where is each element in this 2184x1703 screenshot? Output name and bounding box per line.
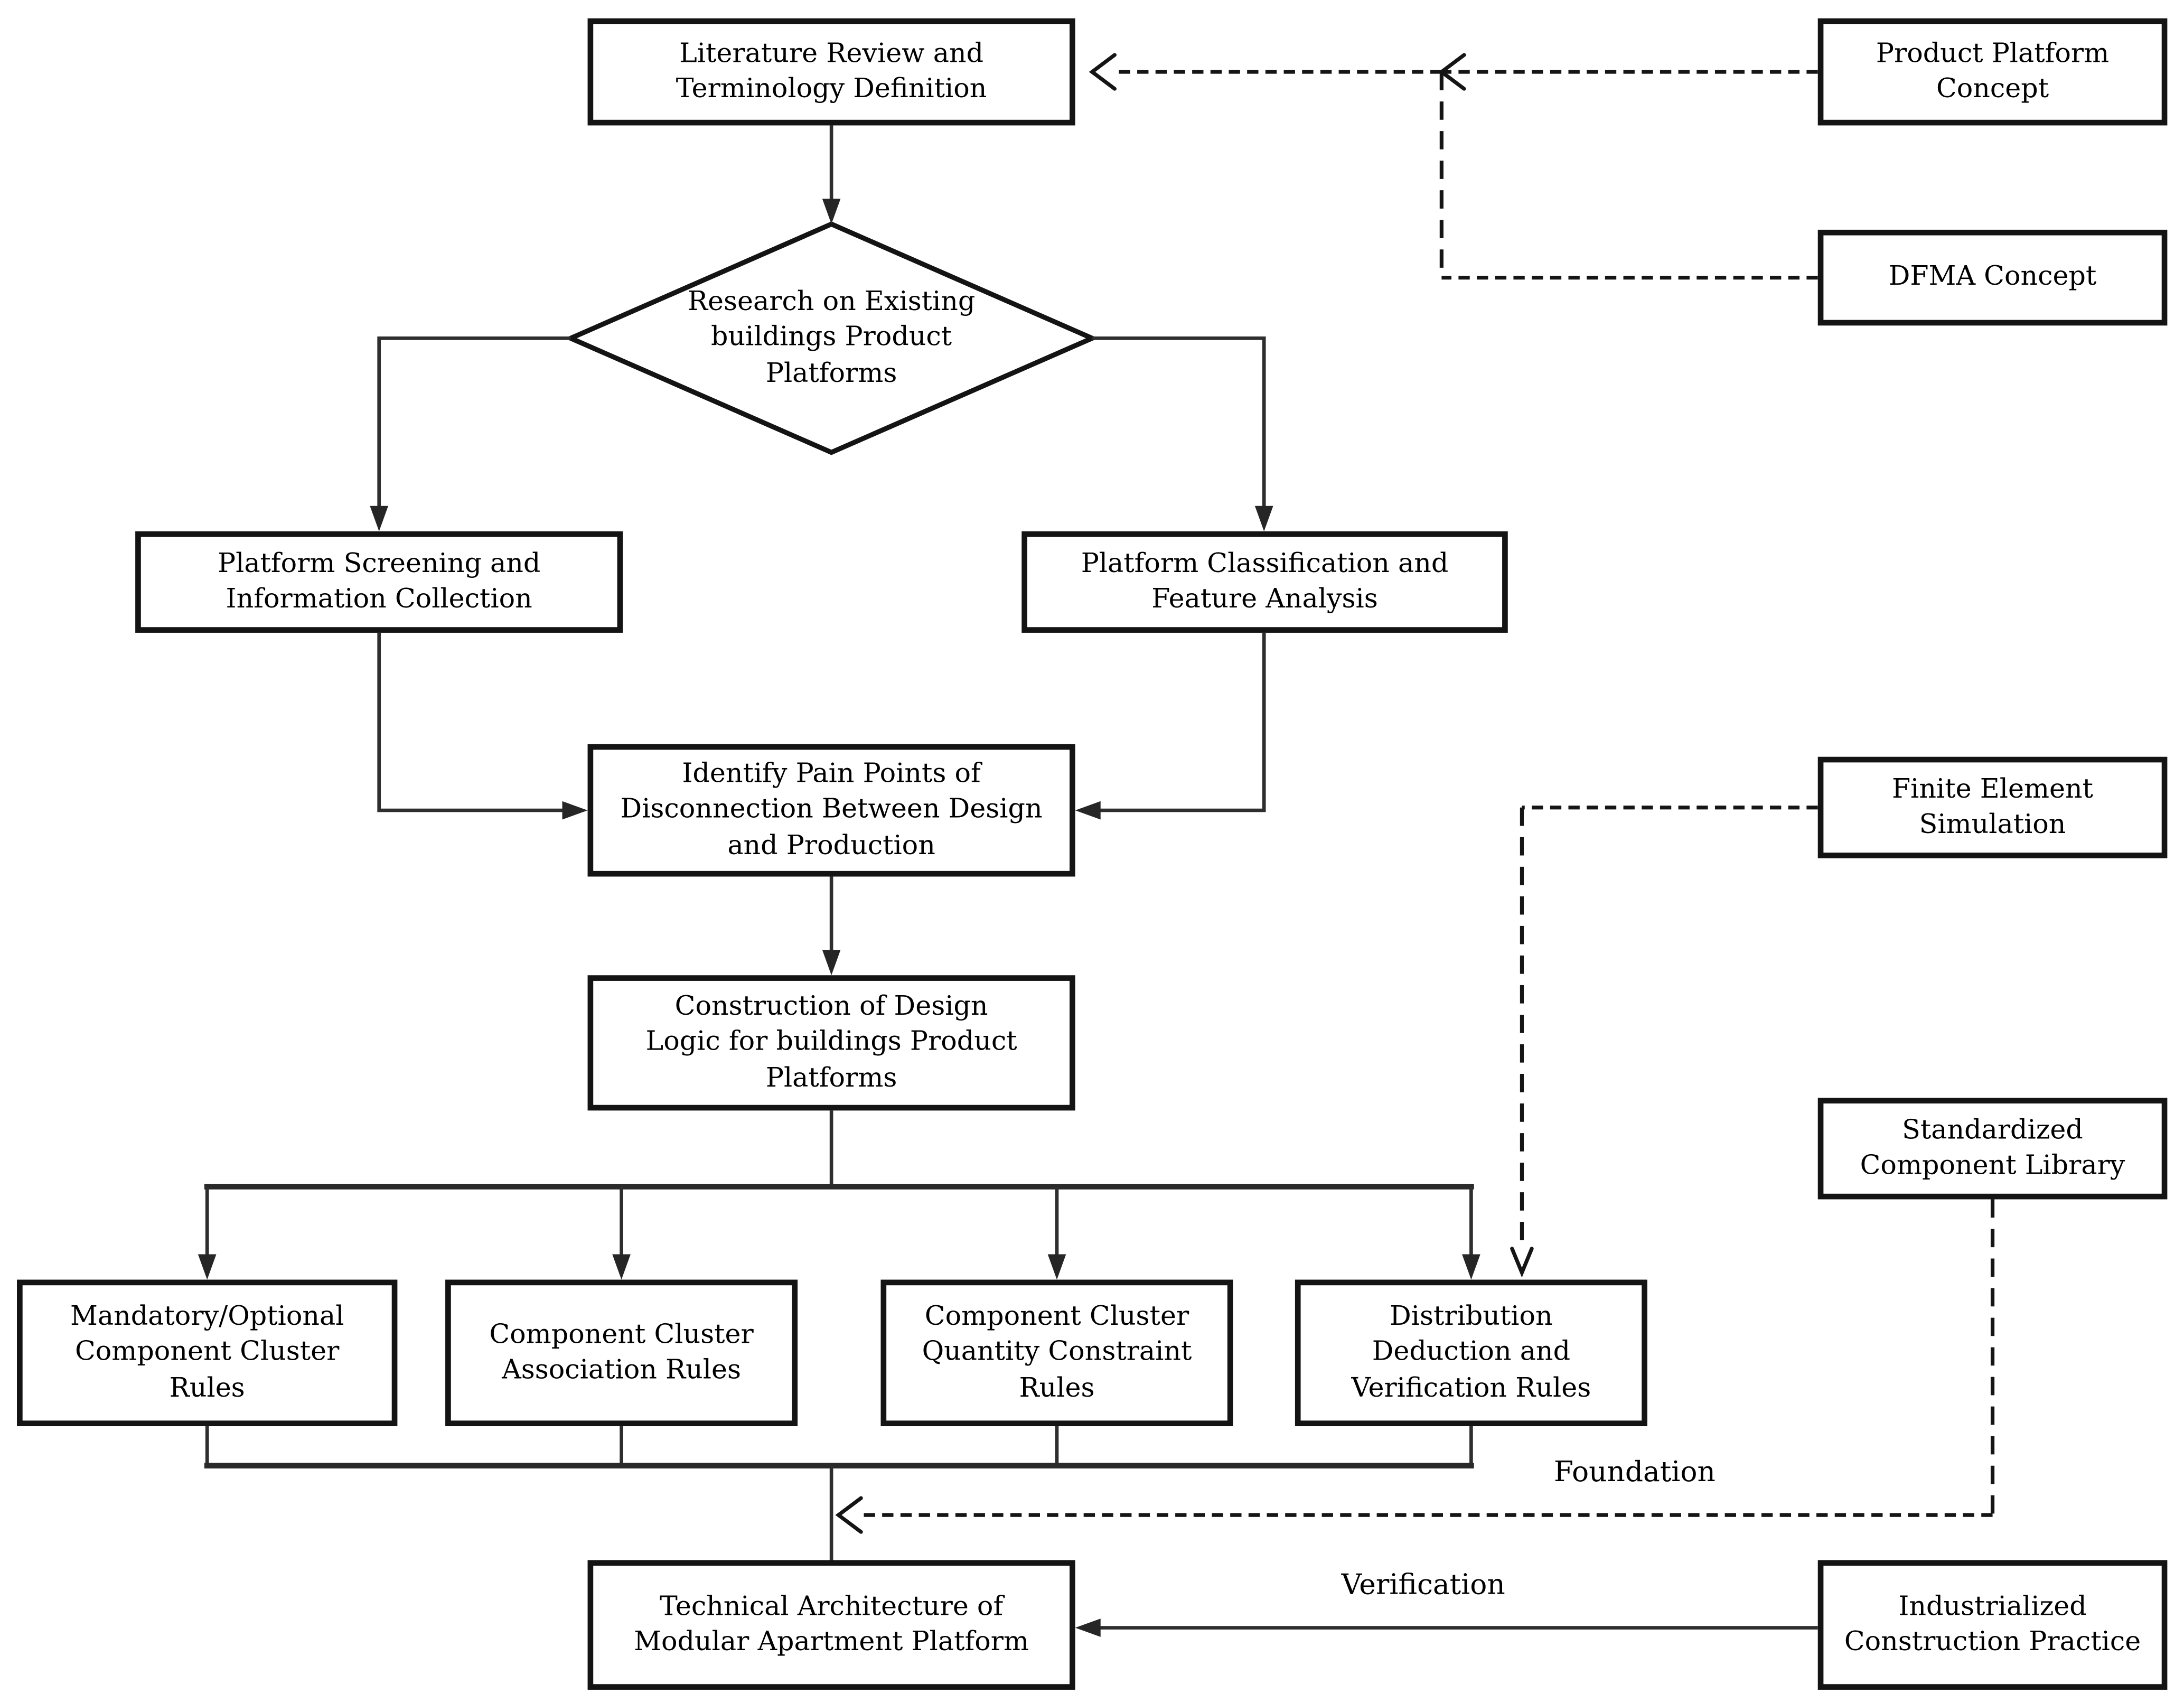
node-technical-architecture: Technical Architecture of Modular Apartm… [587, 1560, 1075, 1690]
edge-literature-to-research [822, 125, 841, 224]
edge-classification-to-pain-points [1075, 632, 1266, 820]
edge-pain-points-to-design-logic [822, 876, 841, 976]
verification-edge-label: Verification [1341, 1567, 1505, 1601]
node-industrialized-construction-practice: Industrialized Construction Practice [1817, 1560, 2168, 1690]
node-label: Product Platform Concept [1876, 38, 2110, 105]
node-quantity-constraint-rules: Component Cluster Quantity Constraint Ru… [880, 1279, 1233, 1427]
node-finite-element-simulation: Finite Element Simulation [1817, 756, 2168, 858]
node-label: Platform Classification and Feature Anal… [1081, 548, 1449, 615]
node-label: Distribution Deduction and Verification … [1351, 1301, 1591, 1403]
node-label: Construction of Design Logic for buildin… [645, 991, 1017, 1093]
node-label: Component Cluster Quantity Constraint Ru… [922, 1301, 1192, 1403]
node-product-platform-concept: Product Platform Concept [1817, 18, 2168, 126]
edge-verification-arrow [1075, 1618, 1818, 1637]
node-distribution-rules: Distribution Deduction and Verification … [1295, 1279, 1647, 1427]
node-research-existing-platforms: Research on Existing buildings Product P… [673, 237, 989, 439]
edge-concepts-to-literature-dashed [1089, 53, 1818, 280]
node-identify-pain-points: Identify Pain Points of Disconnection Be… [587, 744, 1075, 877]
node-mandatory-optional-rules: Mandatory/Optional Component Cluster Rul… [17, 1279, 398, 1427]
foundation-edge-label: Foundation [1553, 1454, 1716, 1489]
node-label: DFMA Concept [1888, 261, 2097, 293]
research-diamond-shape [564, 221, 1099, 455]
node-label: Component Cluster Association Rules [489, 1319, 754, 1386]
edge-screening-to-pain-points [377, 632, 588, 820]
node-label: Research on Existing buildings Product P… [687, 286, 976, 389]
node-construction-design-logic: Construction of Design Logic for buildin… [587, 975, 1075, 1111]
node-platform-classification: Platform Classification and Feature Anal… [1021, 531, 1508, 633]
edge-research-to-screening [370, 336, 571, 531]
node-dfma-concept: DFMA Concept [1817, 229, 2168, 326]
node-label: Industrialized Construction Practice [1844, 1590, 2141, 1658]
node-platform-screening: Platform Screening and Information Colle… [135, 531, 623, 633]
node-label: Literature Review and Terminology Defini… [676, 38, 987, 105]
edge-fes-to-distribution-dashed [1510, 806, 1818, 1278]
node-label: Mandatory/Optional Component Cluster Rul… [70, 1301, 344, 1403]
node-label: Finite Element Simulation [1891, 773, 2094, 840]
edge-research-to-classification [1092, 336, 1273, 531]
node-standardized-component-library: Standardized Component Library [1817, 1098, 2168, 1200]
node-association-rules: Component Cluster Association Rules [445, 1279, 798, 1427]
node-literature-review: Literature Review and Terminology Defini… [587, 18, 1075, 126]
edge-design-logic-to-rules [198, 1110, 1480, 1280]
node-label: Standardized Component Library [1860, 1115, 2125, 1181]
edge-rules-to-technical-architecture [204, 1426, 1474, 1560]
node-label: Platform Screening and Information Colle… [217, 548, 541, 615]
edge-library-foundation-dashed [835, 1199, 1995, 1534]
node-label: Identify Pain Points of Disconnection Be… [620, 759, 1043, 860]
node-label: Technical Architecture of Modular Apartm… [634, 1590, 1029, 1658]
